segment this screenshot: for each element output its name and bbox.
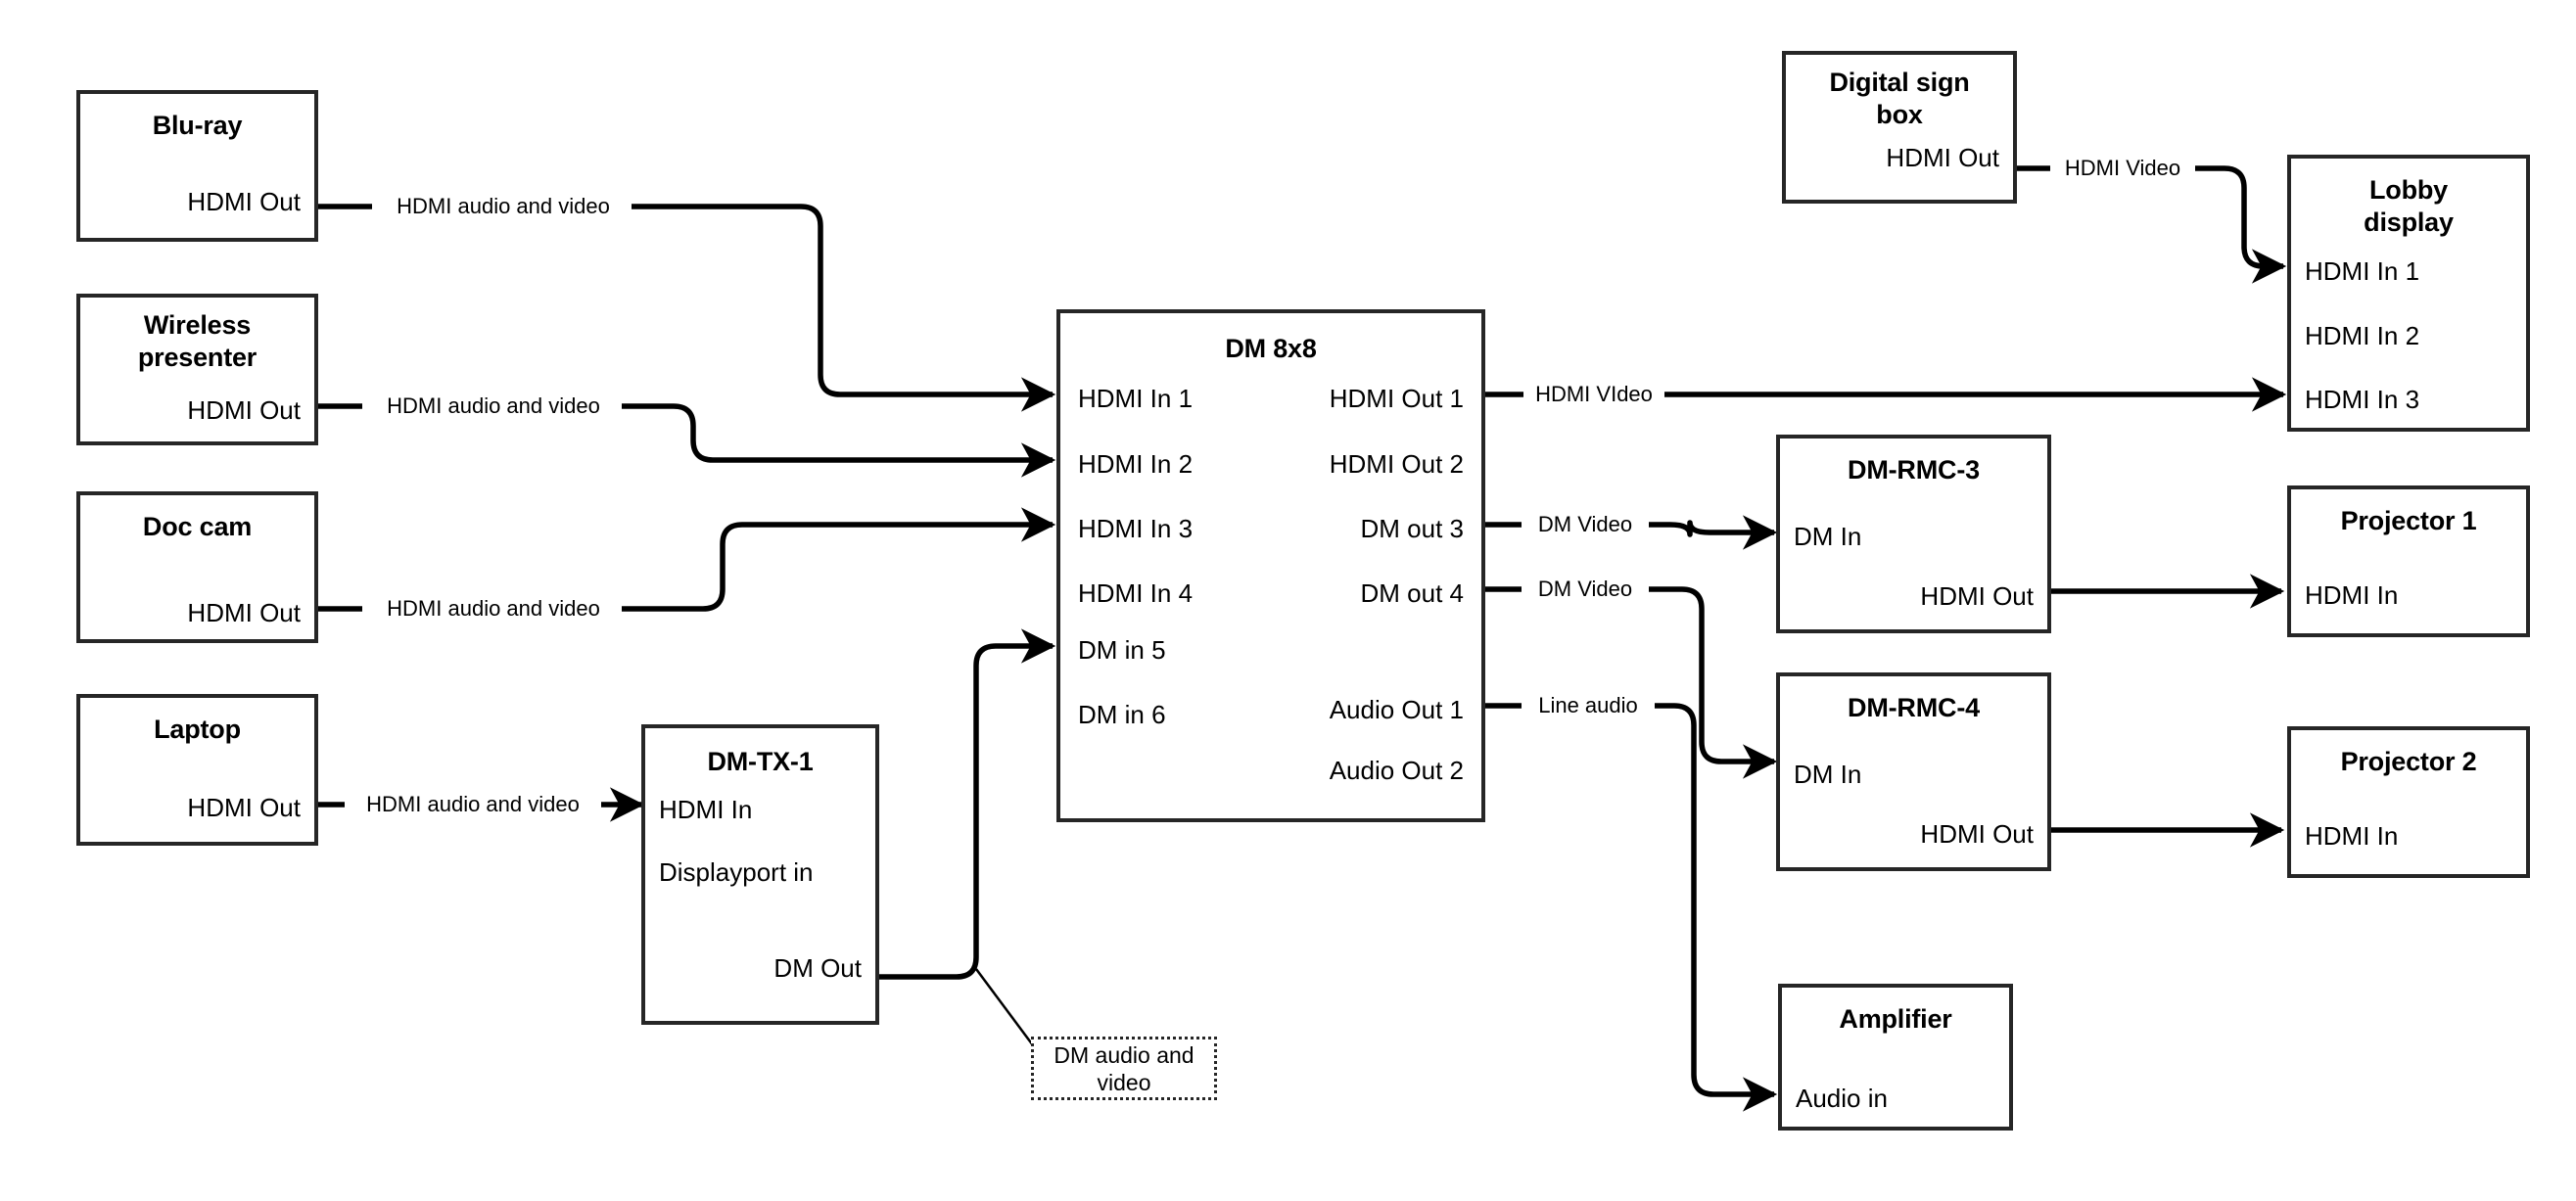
node-wireless-presenter-port-hdmi-out[interactable]: HDMI Out [187, 395, 301, 425]
node-projector-2-port-hdmi-in[interactable]: HDMI In [2305, 821, 2399, 851]
wire-dm-dmout3-to-rmc3-b [1637, 515, 1778, 550]
wire-dm-audioout1-to-amplifier-b [1643, 703, 1778, 1112]
node-dm-8x8-input-dm-in-5[interactable]: DM in 5 [1078, 635, 1166, 665]
node-lobby-display-port-hdmi-in-3[interactable]: HDMI In 3 [2305, 385, 2420, 414]
edge-label-doccam-to-dm-in3: HDMI audio and video [365, 596, 622, 622]
node-dm-8x8-input-dm-in-6[interactable]: DM in 6 [1078, 700, 1166, 729]
annotation-dm-audio-and-video: DM audio and video [1031, 1037, 1217, 1100]
node-dm-tx-1-port-dm-out[interactable]: DM Out [773, 953, 862, 983]
node-dm-rmc-4-port-hdmi-out[interactable]: HDMI Out [1920, 819, 2034, 849]
node-dm-rmc-4-title: DM-RMC-4 [1848, 693, 1980, 722]
node-wireless-presenter[interactable]: Wireless presenter HDMI Out [76, 294, 318, 445]
node-dm-rmc-4[interactable]: DM-RMC-4 DM In HDMI Out [1776, 672, 2051, 871]
wire-doccam-to-dm-in3-b [617, 507, 1056, 612]
node-doc-cam[interactable]: Doc cam HDMI Out [76, 491, 318, 643]
node-dm-tx-1-title: DM-TX-1 [707, 747, 814, 776]
node-digital-sign-box-title-line2: box [1876, 100, 1923, 129]
edge-label-dm-dmout3-to-rmc3: DM Video [1522, 512, 1649, 537]
node-projector-1[interactable]: Projector 1 HDMI In [2287, 485, 2530, 637]
node-digital-sign-box-port-hdmi-out[interactable]: HDMI Out [1886, 143, 1999, 172]
node-dm-rmc-3[interactable]: DM-RMC-3 DM In HDMI Out [1776, 435, 2051, 633]
edge-label-sign-to-lobby-in1: HDMI Video [2050, 156, 2195, 181]
wire-wireless-to-dm-in2-b [617, 403, 1056, 478]
node-dm-8x8-output-dm-out-3[interactable]: DM out 3 [1360, 514, 1465, 543]
wire-sign-to-lobby-in1-b [2183, 165, 2287, 284]
annotation-leader-line [974, 968, 1035, 1046]
edge-label-dm-hdmiout1-to-lobby-in3: HDMI VIdeo [1523, 382, 1664, 407]
node-amplifier-title: Amplifier [1839, 1004, 1952, 1034]
node-dm-rmc-3-port-hdmi-out[interactable]: HDMI Out [1920, 581, 2034, 611]
node-dm-8x8-output-audio-out-1[interactable]: Audio Out 1 [1329, 695, 1464, 724]
node-projector-1-port-hdmi-in[interactable]: HDMI In [2305, 580, 2399, 610]
node-laptop[interactable]: Laptop HDMI Out [76, 694, 318, 846]
wire-dmtx1-to-dm-in5 [879, 628, 1056, 980]
node-digital-sign-box[interactable]: Digital sign box HDMI Out [1782, 51, 2017, 204]
edge-label-laptop-to-dmtx1: HDMI audio and video [345, 792, 601, 817]
node-dm-8x8[interactable]: DM 8x8 HDMI In 1 HDMI In 2 HDMI In 3 HDM… [1056, 309, 1485, 822]
node-projector-2[interactable]: Projector 2 HDMI In [2287, 726, 2530, 878]
node-dm-tx-1-port-hdmi-in[interactable]: HDMI In [659, 795, 753, 824]
node-bluray[interactable]: Blu-ray HDMI Out [76, 90, 318, 242]
node-dm-rmc-3-port-dm-in[interactable]: DM In [1794, 522, 1862, 551]
edge-label-bluray-to-dm-in1: HDMI audio and video [375, 194, 632, 219]
node-wireless-presenter-title-line1: Wireless [143, 310, 252, 340]
node-amplifier[interactable]: Amplifier Audio in [1778, 984, 2013, 1131]
node-dm-8x8-output-hdmi-out-1[interactable]: HDMI Out 1 [1329, 384, 1464, 413]
node-projector-2-title: Projector 2 [2340, 747, 2477, 776]
node-doc-cam-port-hdmi-out[interactable]: HDMI Out [187, 598, 301, 627]
node-dm-rmc-3-title: DM-RMC-3 [1848, 455, 1980, 485]
node-dm-tx-1-port-displayport-in[interactable]: Displayport in [659, 857, 814, 887]
node-bluray-title: Blu-ray [152, 111, 243, 140]
node-dm-8x8-output-hdmi-out-2[interactable]: HDMI Out 2 [1329, 449, 1464, 479]
node-dm-8x8-output-audio-out-2[interactable]: Audio Out 2 [1329, 756, 1464, 785]
node-dm-8x8-input-hdmi-in-1[interactable]: HDMI In 1 [1078, 384, 1194, 413]
node-laptop-title: Laptop [154, 715, 241, 744]
node-lobby-display-port-hdmi-in-2[interactable]: HDMI In 2 [2305, 321, 2420, 350]
node-amplifier-port-audio-in[interactable]: Audio in [1796, 1084, 1888, 1113]
node-lobby-display-title-line2: display [2364, 208, 2454, 237]
wire-dm-dmout4-to-rmc4-b [1637, 586, 1778, 779]
node-wireless-presenter-title-line2: presenter [137, 343, 258, 372]
node-dm-8x8-input-hdmi-in-3[interactable]: HDMI In 3 [1078, 514, 1194, 543]
node-dm-rmc-4-port-dm-in[interactable]: DM In [1794, 760, 1862, 789]
node-bluray-port-hdmi-out[interactable]: HDMI Out [187, 187, 301, 216]
node-laptop-port-hdmi-out[interactable]: HDMI Out [187, 793, 301, 822]
node-projector-1-title: Projector 1 [2340, 506, 2477, 535]
node-lobby-display[interactable]: Lobby display HDMI In 1 HDMI In 2 HDMI I… [2287, 155, 2530, 432]
node-lobby-display-port-hdmi-in-1[interactable]: HDMI In 1 [2305, 256, 2420, 286]
node-lobby-display-title-line1: Lobby [2369, 175, 2448, 205]
node-dm-8x8-title: DM 8x8 [1225, 334, 1317, 363]
edge-label-dm-dmout4-to-rmc4: DM Video [1522, 577, 1649, 602]
node-dm-tx-1[interactable]: DM-TX-1 HDMI In Displayport in DM Out [641, 724, 879, 1025]
wire-bluray-to-dm-in1-b [627, 204, 1056, 412]
node-doc-cam-title: Doc cam [142, 512, 253, 541]
edge-label-wireless-to-dm-in2: HDMI audio and video [365, 393, 622, 419]
node-dm-8x8-output-dm-out-4[interactable]: DM out 4 [1360, 578, 1465, 608]
node-digital-sign-box-title-line1: Digital sign [1829, 68, 1970, 97]
node-dm-8x8-input-hdmi-in-4[interactable]: HDMI In 4 [1078, 578, 1194, 608]
node-dm-8x8-input-hdmi-in-2[interactable]: HDMI In 2 [1078, 449, 1194, 479]
edge-label-dm-audioout1-to-amplifier: Line audio [1522, 693, 1655, 718]
